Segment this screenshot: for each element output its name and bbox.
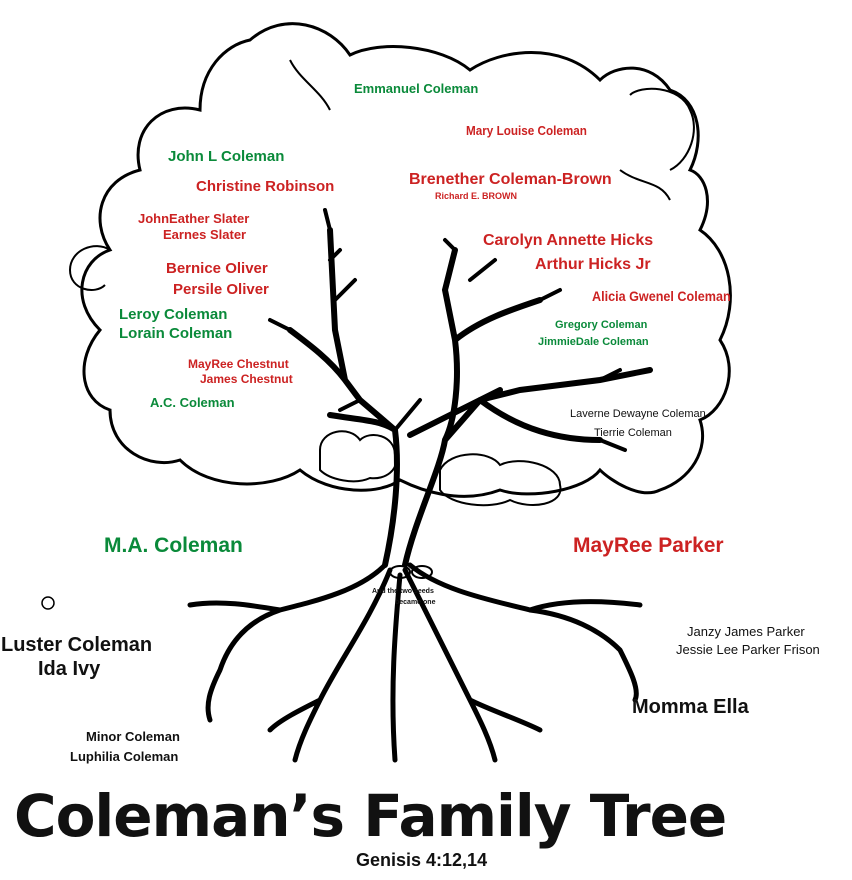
name-luphilia: Luphilia Coleman	[70, 749, 179, 764]
name-luster: Luster Coleman	[1, 634, 153, 656]
seed-icon	[411, 565, 433, 579]
name-mary-louise: Mary Louise Coleman	[466, 123, 587, 138]
name-john-l: John L Coleman	[168, 148, 285, 165]
name-laverne: Laverne Dewayne Coleman	[570, 408, 706, 420]
name-james-chestnut: James Chestnut	[200, 372, 293, 386]
name-tierrie: Tierrie Coleman	[594, 427, 672, 439]
name-christine: Christine Robinson	[196, 178, 335, 195]
name-bernice: Bernice Oliver	[166, 260, 268, 277]
name-janzy: Janzy James Parker	[687, 624, 805, 639]
cloud-left	[319, 430, 397, 483]
name-carolyn: Carolyn Annette Hicks	[483, 232, 654, 249]
seeds-caption-line2: became one	[395, 599, 436, 606]
name-emmanuel: Emmanuel Coleman	[354, 81, 479, 96]
name-mayree-chestnut: MayRee Chestnut	[188, 357, 289, 371]
name-richard: Richard E. BROWN	[435, 191, 518, 201]
name-jimmiedale: JimmieDale Coleman	[538, 336, 649, 348]
name-johneather: JohnEather Slater	[138, 211, 250, 226]
name-jessie: Jessie Lee Parker Frison	[676, 642, 820, 657]
name-persile: Persile Oliver	[173, 281, 269, 298]
page-subtitle: Genisis 4:12,14	[356, 850, 488, 870]
name-leroy: Leroy Coleman	[119, 306, 228, 323]
name-arthur: Arthur Hicks Jr	[535, 256, 651, 273]
name-mayree-parker: MayRee Parker	[573, 534, 724, 557]
cloud-right	[439, 453, 562, 507]
seed-icon	[389, 565, 411, 579]
name-lorain: Lorain Coleman	[119, 325, 233, 342]
name-ma-coleman: M.A. Coleman	[104, 534, 243, 557]
small-circle-icon	[41, 596, 55, 610]
seeds-caption-line1: And the two seeds	[372, 588, 434, 595]
name-momma-ella: Momma Ella	[632, 696, 749, 718]
canopy-detail	[68, 59, 695, 291]
name-minor: Minor Coleman	[86, 729, 180, 744]
name-alicia: Alicia Gwenel Coleman	[592, 288, 731, 304]
tree-canopy	[80, 22, 732, 498]
tree-branches	[268, 208, 627, 452]
name-earnes: Earnes Slater	[163, 227, 247, 242]
name-gregory: Gregory Coleman	[555, 319, 648, 331]
name-ac: A.C. Coleman	[150, 395, 235, 410]
name-brenether: Brenether Coleman-Brown	[409, 171, 612, 188]
page-title: Coleman’s Family Tree	[14, 782, 727, 850]
name-ida: Ida Ivy	[38, 658, 101, 680]
tree-roots	[187, 562, 643, 763]
tree-trunk	[287, 227, 653, 568]
